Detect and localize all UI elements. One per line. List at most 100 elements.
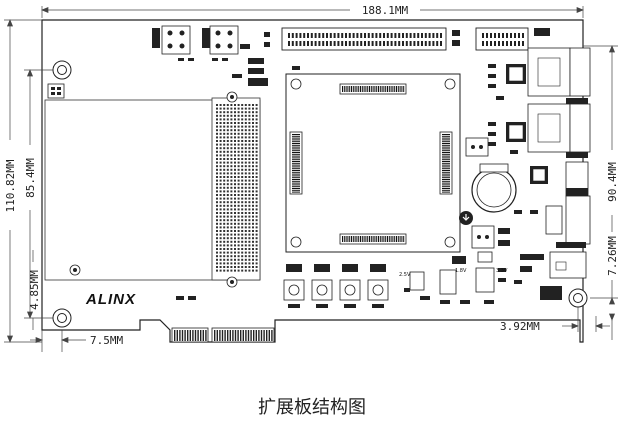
dim-right-bottom-offset: 7.26MM [606, 236, 619, 276]
proto-hole [230, 266, 233, 268]
proto-hole [223, 183, 226, 186]
header-pin [364, 33, 366, 38]
header-pin [318, 33, 321, 38]
pcie-finger [242, 330, 244, 341]
header-pin [440, 33, 442, 38]
b2b-pin [369, 236, 370, 242]
proto-hole [255, 240, 258, 243]
proto-hole [237, 244, 240, 247]
b2b-pin [442, 144, 450, 146]
proto-hole [223, 194, 226, 196]
proto-hole [234, 147, 236, 150]
header-pin [436, 41, 439, 46]
proto-hole [226, 201, 229, 204]
proto-hole [252, 176, 254, 178]
b2b-pin [345, 86, 347, 92]
core-board-hole [290, 236, 302, 248]
proto-hole [223, 150, 226, 153]
proto-hole [255, 158, 258, 160]
proto-hole [219, 262, 222, 265]
b2b-pin [442, 177, 450, 179]
proto-hole [223, 111, 226, 114]
proto-hole [226, 165, 229, 168]
b2b-pin [442, 173, 450, 175]
proto-hole [230, 179, 233, 182]
proto-hole [234, 154, 236, 157]
proto-hole [248, 255, 251, 258]
proto-hole [223, 118, 226, 121]
proto-hole [230, 158, 233, 160]
proto-hole [234, 222, 236, 225]
proto-hole [216, 201, 218, 204]
proto-hole [216, 136, 218, 139]
proto-hole [248, 240, 251, 243]
proto-hole [237, 172, 240, 175]
proto-hole [252, 114, 254, 117]
proto-hole [244, 111, 247, 114]
proto-hole [248, 230, 251, 232]
proto-hole [237, 251, 240, 254]
header-pin [352, 33, 355, 38]
proto-hole [241, 251, 244, 254]
b2b-pin [442, 148, 450, 150]
header-pin [371, 41, 374, 46]
proto-hole [237, 143, 240, 146]
proto-hole [241, 212, 244, 214]
proto-hole [241, 165, 244, 168]
proto-hole [252, 172, 254, 175]
proto-hole [216, 122, 218, 124]
proto-hole [216, 208, 218, 211]
proto-hole [216, 161, 218, 164]
push-button-cap [316, 284, 328, 296]
proto-hole [237, 190, 240, 193]
b2b-pin [349, 236, 351, 242]
proto-hole [241, 219, 244, 222]
b2b-pin [369, 86, 370, 92]
b2b-pin [442, 189, 450, 191]
b2b-pin [397, 86, 399, 92]
header-pin [303, 33, 306, 38]
proto-hole [234, 201, 236, 204]
proto-hole [237, 136, 240, 139]
proto-hole [223, 258, 226, 261]
pcie-finger [268, 330, 270, 341]
pcie-finger [216, 330, 218, 341]
b2b-pin [394, 236, 396, 242]
core-board-hole [444, 236, 456, 248]
proto-hole [226, 136, 229, 139]
header-pin [494, 41, 496, 46]
pcie-finger [176, 330, 178, 341]
proto-hole [219, 154, 222, 157]
proto-hole [248, 215, 251, 218]
proto-hole [219, 201, 222, 204]
proto-hole [234, 230, 236, 232]
b2b-pin [442, 179, 450, 180]
header-pin [326, 41, 328, 46]
b2b-pin [442, 191, 450, 193]
mounting-hole-top-left [52, 60, 72, 80]
b2b-pin [388, 86, 390, 92]
voltage-label-2v5: 2.5V [399, 272, 411, 278]
proto-hole [223, 190, 226, 193]
b2b-pin [442, 161, 450, 162]
proto-hole [219, 168, 222, 171]
proto-hole [244, 194, 247, 196]
header-pin [502, 33, 504, 38]
header-pin [383, 41, 385, 46]
header-pin [379, 33, 382, 38]
proto-hole [219, 140, 222, 142]
header-pin [417, 41, 420, 46]
proto-hole [241, 114, 244, 117]
proto-hole [244, 197, 247, 200]
proto-hole [252, 168, 254, 171]
b2b-pin [292, 184, 300, 186]
proto-hole [244, 233, 247, 236]
pcie-finger [263, 330, 265, 341]
b2b-pin [378, 86, 379, 92]
proto-hole [244, 255, 247, 258]
resistor [372, 304, 384, 308]
b2b-pin [292, 137, 300, 139]
b2b-pin [403, 236, 405, 242]
proto-hole [230, 226, 233, 229]
